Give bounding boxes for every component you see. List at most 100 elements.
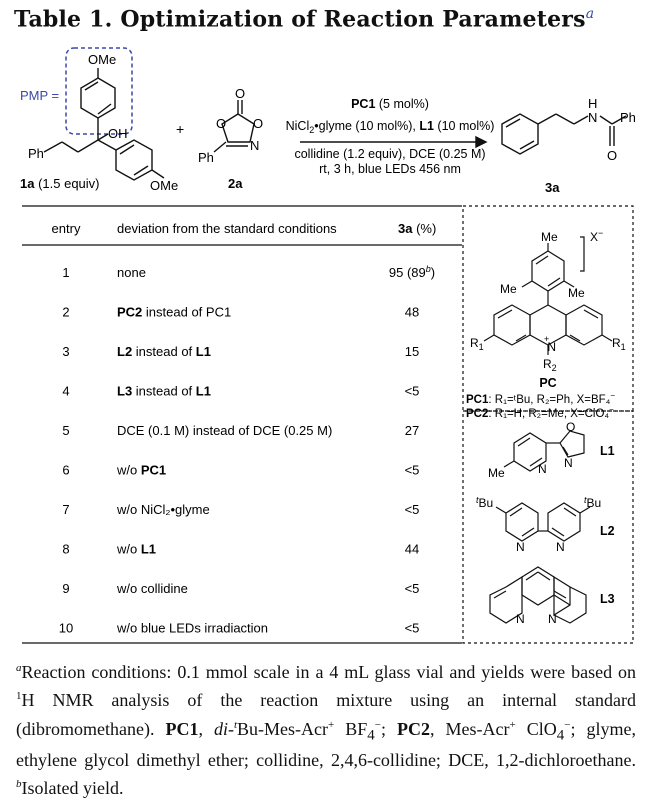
row-yield: <5 xyxy=(405,463,420,478)
pc-label: PC xyxy=(539,376,556,390)
l1-n-pyridine: N xyxy=(538,462,547,476)
pc-counterion: X− xyxy=(590,228,603,244)
ligand-box xyxy=(462,410,634,644)
row-deviation: L3 instead of L1 xyxy=(117,384,211,399)
product-phenyl-ring xyxy=(501,113,539,155)
row-entry: 8 xyxy=(62,542,69,557)
l2-n1: N xyxy=(516,540,525,554)
footnote-text-1: Reaction conditions: 0.1 mmol scale in a… xyxy=(21,662,637,682)
table-row: 2 PC2 instead of PC1 48 xyxy=(62,305,419,320)
table-row: 4 L3 instead of L1 <5 xyxy=(62,384,419,399)
l3-n2: N xyxy=(548,612,557,626)
footnote-text-5: BF xyxy=(334,718,368,739)
row-deviation: w/o L1 xyxy=(116,542,156,557)
ome-top: OMe xyxy=(88,52,116,67)
condition-line-3: collidine (1.2 equiv), DCE (0.25 M) xyxy=(294,147,485,161)
catalyst-box xyxy=(462,205,634,412)
sm1-label: 1a (1.5 equiv) xyxy=(20,176,100,191)
ph-left: Ph xyxy=(28,146,44,161)
footnote-b-marker: b xyxy=(16,778,22,791)
row-deviation: w/o PC1 xyxy=(116,463,166,478)
condition-line-2: NiCl2•glyme (10 mol%), L1 (10 mol%) xyxy=(286,119,495,135)
oh-label: OH xyxy=(108,126,128,141)
footnote-minus-1: − xyxy=(374,718,381,731)
row-deviation: L2 instead of L1 xyxy=(117,344,211,359)
footnote-a-marker: a xyxy=(16,662,22,674)
pc-me-top: Me xyxy=(541,230,558,244)
row-entry: 2 xyxy=(62,305,69,320)
row-deviation: DCE (0.1 M) instead of DCE (0.25 M) xyxy=(117,423,332,438)
condition-line-1: PC1 (5 mol%) xyxy=(351,97,429,111)
table-title: Table 1. Optimization of Reaction Parame… xyxy=(14,6,594,32)
row-entry: 4 xyxy=(62,384,69,399)
row-yield: 27 xyxy=(405,423,419,438)
title-footnote-marker: a xyxy=(585,6,595,22)
footnote-pc1: PC1 xyxy=(165,718,199,739)
footnote-sub-4a: 4 xyxy=(367,727,375,744)
l2-structure xyxy=(495,502,591,542)
row-yield: <5 xyxy=(405,581,420,596)
table-row: 8 w/o L1 44 xyxy=(62,542,419,557)
header-yield: 3a (%) xyxy=(398,221,436,236)
footnote-text-4: Bu-Mes-Acr xyxy=(237,718,329,739)
row-yield: 15 xyxy=(405,344,419,359)
header-deviation: deviation from the standard conditions xyxy=(117,221,337,236)
footnote-text-10: Isolated yield. xyxy=(21,778,124,799)
row-entry: 9 xyxy=(62,581,69,596)
l1-me: Me xyxy=(488,466,505,480)
footnote-pc2: PC2 xyxy=(397,718,431,739)
product-o: O xyxy=(607,148,617,163)
footnote-h-sup: 1 xyxy=(16,690,22,703)
optimization-table: entry deviation from the standard condit… xyxy=(22,205,634,644)
table-row: 1 none 95 (89b) xyxy=(62,264,435,280)
footnote-text-7: , Mes-Acr xyxy=(430,718,510,739)
row-yield: 44 xyxy=(405,542,419,557)
sm2-ring-o1: O xyxy=(216,116,226,131)
footnote-di: di- xyxy=(213,718,234,739)
row-yield: 48 xyxy=(405,305,419,320)
row-entry: 7 xyxy=(62,502,69,517)
condition-line-4: rt, 3 h, blue LEDs 456 nm xyxy=(319,162,461,176)
pc1-definition: PC1: R₁=ᵗBu, R₂=Ph, X=BF₄− xyxy=(466,391,615,406)
sm2-ring-o2: O xyxy=(253,116,263,131)
row-deviation: w/o blue LEDs irradiaction xyxy=(116,621,268,636)
l1-n-oxazoline: N xyxy=(564,456,573,470)
header-entry: entry xyxy=(52,221,81,236)
row-deviation: w/o NiCl₂•glyme xyxy=(116,502,210,517)
l1-structure xyxy=(503,430,585,472)
l2-tbu-right: tBu xyxy=(584,495,601,510)
product-ph: Ph xyxy=(620,110,636,125)
pmp-ring xyxy=(80,77,116,119)
footnote-plus-1: + xyxy=(328,718,335,731)
pc-structure xyxy=(483,236,613,355)
row-yield: <5 xyxy=(405,502,420,517)
row-entry: 6 xyxy=(62,463,69,478)
table-row: 9 w/o collidine <5 xyxy=(62,581,419,596)
row-yield: <5 xyxy=(405,384,420,399)
footnote-minus-2: − xyxy=(564,718,571,731)
row-yield: 95 (89b) xyxy=(389,264,435,280)
row-deviation: none xyxy=(117,265,146,280)
table-row: 7 w/o NiCl₂•glyme <5 xyxy=(62,502,419,517)
pc-r1-left: R1 xyxy=(470,336,484,352)
reaction-scheme: PMP = OMe OH Ph OMe 1a (1.5 equiv) + O O… xyxy=(20,47,636,195)
sm2-carbonyl-o: O xyxy=(235,86,245,101)
ome-bottom: OMe xyxy=(150,178,178,193)
row-entry: 10 xyxy=(59,621,73,636)
l3-label: L3 xyxy=(600,592,615,606)
product-h: H xyxy=(588,96,597,111)
table-title-text: Table 1. Optimization of Reaction Parame… xyxy=(14,6,586,33)
product-label: 3a xyxy=(545,180,560,195)
sm2-label: 2a xyxy=(228,176,243,191)
row-entry: 1 xyxy=(62,265,69,280)
sm2-ph: Ph xyxy=(198,150,214,165)
row-deviation: PC2 instead of PC1 xyxy=(117,305,231,320)
footnote-t-sup: t xyxy=(233,718,238,731)
anisyl-ring-lower xyxy=(115,139,153,181)
row-deviation: w/o collidine xyxy=(116,581,188,596)
dioxazolone-ring xyxy=(221,113,255,143)
table-footnote: aReaction conditions: 0.1 mmol scale in … xyxy=(16,656,636,801)
row-entry: 3 xyxy=(62,344,69,359)
l3-n1: N xyxy=(516,612,525,626)
